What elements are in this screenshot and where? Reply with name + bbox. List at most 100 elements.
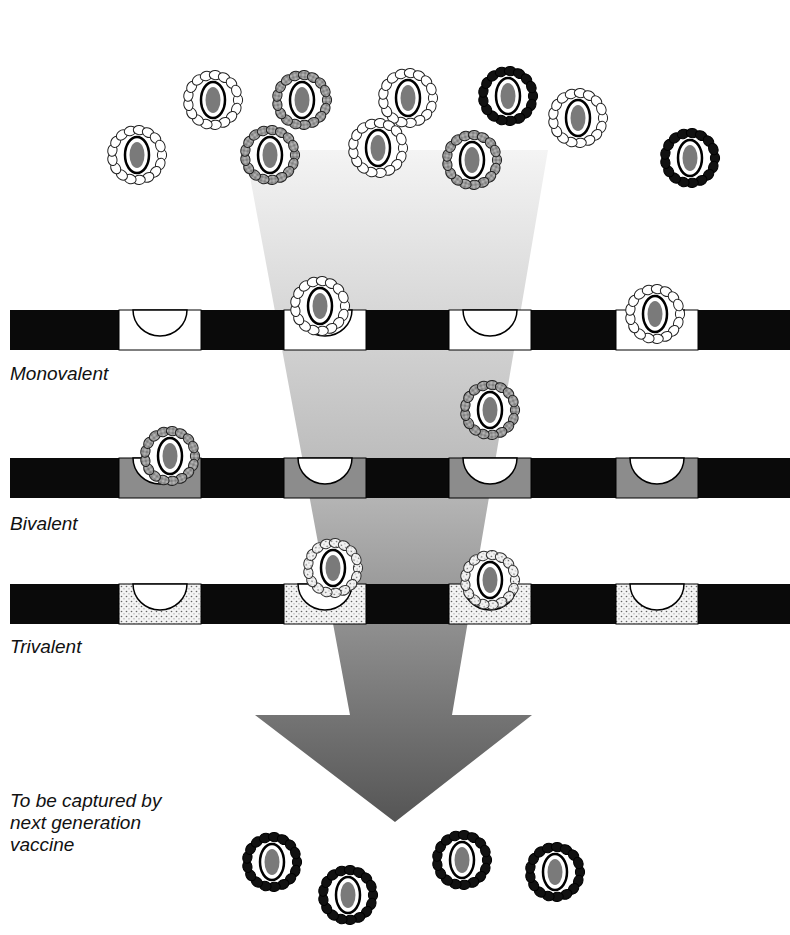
- virus-particle: [548, 88, 608, 148]
- virus-core-ring: [321, 550, 345, 586]
- virus-core: [483, 567, 498, 593]
- virus-particle: [272, 70, 332, 130]
- virus-core: [501, 83, 516, 109]
- vaccine-label: Trivalent: [10, 636, 310, 658]
- antibody-site: [449, 310, 531, 350]
- virus-core: [265, 849, 280, 875]
- virus-particle: [140, 426, 200, 486]
- virus-particle: [242, 832, 302, 892]
- virus-core-ring: [566, 100, 590, 136]
- antibody-site: [119, 584, 201, 624]
- virus-particle: [525, 842, 585, 902]
- virus-particle: [442, 130, 502, 190]
- virus-particle: [348, 118, 408, 178]
- virus-core: [455, 847, 470, 873]
- virus-core-ring: [366, 130, 390, 166]
- surface-antigen: [595, 102, 608, 117]
- surface-antigen: [287, 139, 300, 154]
- virus-core-ring: [396, 80, 420, 116]
- virus-core-ring: [496, 78, 520, 114]
- virus-core: [326, 555, 341, 581]
- virus-core-ring: [543, 854, 567, 890]
- virus-core-ring: [201, 82, 225, 118]
- surface-antigen: [489, 144, 502, 159]
- surface-antigen: [425, 82, 438, 97]
- virus-core: [401, 85, 416, 111]
- virus-core: [313, 293, 328, 319]
- virus-core-ring: [478, 562, 502, 598]
- virus-particle: [378, 68, 438, 128]
- surface-antigen: [507, 394, 520, 409]
- surface-antigen: [154, 139, 167, 154]
- surface-antigen: [672, 298, 685, 313]
- binding-notch: [133, 584, 187, 610]
- binding-notch: [298, 458, 352, 484]
- binding-notch: [133, 310, 187, 336]
- virus-core-ring: [678, 140, 702, 176]
- surface-antigen: [395, 132, 408, 147]
- surface-antigen: [365, 879, 378, 894]
- virus-particle: [318, 865, 378, 925]
- vaccine-bar: [10, 458, 790, 498]
- surface-antigen: [572, 856, 585, 871]
- virus-particle: [303, 538, 363, 598]
- virus-core: [683, 145, 698, 171]
- virus-particle: [478, 66, 538, 126]
- binding-notch: [630, 584, 684, 610]
- virus-core: [465, 147, 480, 173]
- virus-core: [548, 859, 563, 885]
- virus-particle: [660, 128, 720, 188]
- virus-core-ring: [308, 288, 332, 324]
- virus-core: [295, 87, 310, 113]
- surface-antigen: [479, 844, 492, 859]
- surface-antigen: [525, 80, 538, 95]
- virus-particle: [460, 550, 520, 610]
- antibody-site: [284, 584, 366, 624]
- surface-antigen: [289, 846, 302, 861]
- virus-particle: [460, 380, 520, 440]
- vaccine-bar: [10, 584, 790, 624]
- vaccine-label: Monovalent: [10, 363, 310, 385]
- virus-core-ring: [478, 392, 502, 428]
- virus-core-ring: [290, 82, 314, 118]
- virus-particles: [107, 66, 720, 925]
- virus-core: [483, 397, 498, 423]
- virus-core-ring: [260, 844, 284, 880]
- binding-notch: [463, 458, 517, 484]
- virus-core: [571, 105, 586, 131]
- surface-antigen: [337, 290, 350, 305]
- virus-core: [341, 882, 356, 908]
- virus-core: [130, 142, 145, 168]
- surface-antigen: [350, 552, 363, 567]
- note-label: To be captured by next generation vaccin…: [10, 790, 195, 856]
- antibody-site: [119, 310, 201, 350]
- virus-core-ring: [460, 142, 484, 178]
- virus-particle: [432, 830, 492, 890]
- binding-notch: [298, 584, 352, 610]
- virus-core: [648, 301, 663, 327]
- virus-particle: [625, 284, 685, 344]
- virus-core: [206, 87, 221, 113]
- vaccine-bars: [10, 310, 790, 624]
- surface-antigen: [187, 440, 200, 455]
- binding-notch: [630, 458, 684, 484]
- virus-core-ring: [450, 842, 474, 878]
- virus-core-ring: [158, 438, 182, 474]
- virus-particle: [240, 125, 300, 185]
- virus-core-ring: [125, 137, 149, 173]
- virus-particle: [107, 125, 167, 185]
- surface-antigen: [507, 564, 520, 579]
- vaccine-label: Bivalent: [10, 513, 310, 535]
- virus-core: [163, 443, 178, 469]
- antibody-site: [616, 458, 698, 498]
- virus-core: [263, 142, 278, 168]
- virus-core-ring: [643, 296, 667, 332]
- surface-antigen: [319, 84, 332, 99]
- antibody-site: [449, 458, 531, 498]
- antibody-site: [616, 584, 698, 624]
- binding-notch: [463, 310, 517, 336]
- surface-antigen: [707, 142, 720, 157]
- virus-particle: [290, 276, 350, 336]
- virus-particle: [183, 70, 243, 130]
- virus-core-ring: [258, 137, 282, 173]
